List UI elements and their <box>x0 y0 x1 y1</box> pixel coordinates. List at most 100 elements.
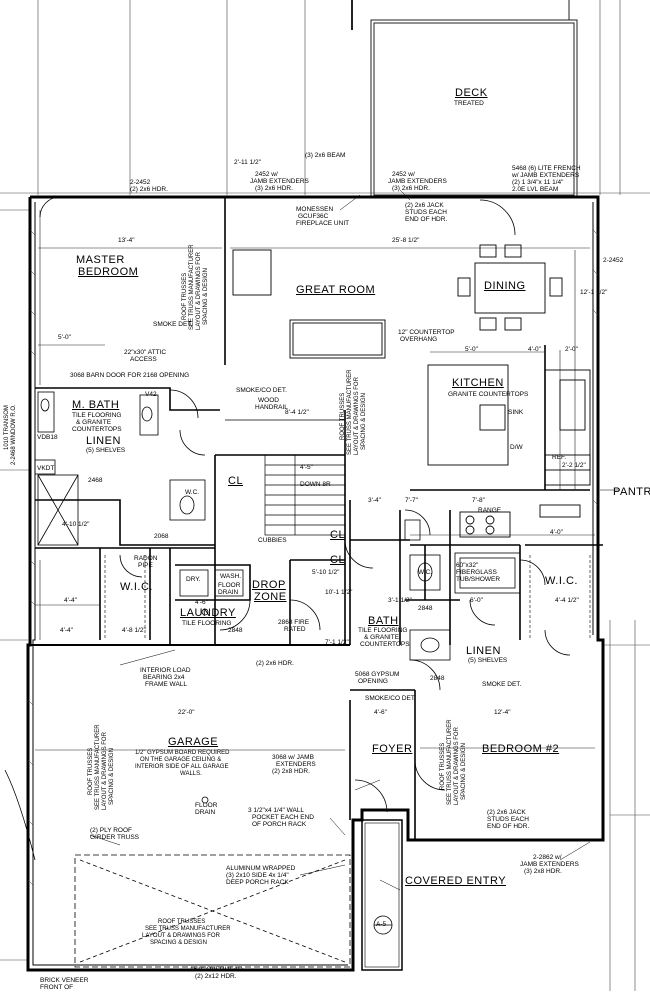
pdr-fire-hdr: (2) 2x6 HDR. <box>256 660 294 667</box>
floor-drain-garage-1: FLOOR <box>195 802 218 809</box>
master-bedroom-label-2: BEDROOM <box>78 266 139 278</box>
cubbies-label: CUBBIES <box>258 537 287 544</box>
wall-pocket-note-2: POCKET EACH END <box>252 814 315 821</box>
linen-1-sub: (5) SHELVES <box>86 447 126 454</box>
dim-6-0: 6'-0" <box>470 597 483 604</box>
transom-note-1: 1010 TRANSOM <box>4 405 10 450</box>
wc-1-label: W.C. <box>185 489 200 496</box>
range-label: RANGE <box>478 507 502 514</box>
aluminum-note-3: DEEP PORCH RACK <box>226 879 289 886</box>
door-2468-mbath: 2468 <box>88 477 103 484</box>
interior-walls <box>35 197 603 840</box>
lite-french-note-4: 2.0E LVL BEAM <box>512 186 559 193</box>
load-bearing-note-3: FRAME WALL <box>145 681 188 688</box>
v42-label: V42 <box>145 391 157 398</box>
hdr-2452-note: 2-2452 <box>130 179 151 186</box>
dim-2-2: 2'-2 1/2" <box>562 462 586 469</box>
hdr-2862-note-2: JAMB EXTENDERS <box>520 861 579 868</box>
roof-truss-note-great-2: SEE TRUSS MANUFACTURER <box>347 369 353 455</box>
vdb-label: VDB18 <box>37 434 58 441</box>
kitchen-sub-label: GRANITE COUNTERTOPS <box>448 391 529 398</box>
transom-note-2: 2-2468 WINDOW R.O. <box>11 404 17 465</box>
great-room-label: GREAT ROOM <box>296 284 376 296</box>
exterior-walls <box>26 195 605 972</box>
dim-3-1: 3'-1 1/2" <box>388 597 412 604</box>
jamb-3068-note-3: (2) 2x8 HDR. <box>272 768 310 775</box>
dw-label: D/W <box>510 444 523 451</box>
hall-bath-fixtures <box>404 519 521 661</box>
gypsum-note-1: 1/2" GYPSUM BOARD REQUIRED <box>135 750 230 756</box>
great-room-furniture <box>232 249 386 359</box>
jack-studs-note-3: END OF HDR. <box>405 216 448 223</box>
dim-7-7: 7'-7" <box>405 497 418 504</box>
foyer-label: FOYER <box>372 743 413 755</box>
load-bearing-note-1: INTERIOR LOAD <box>140 667 191 674</box>
sink-label: SINK <box>508 409 524 416</box>
kitchen-fixtures <box>427 364 591 538</box>
floor-drain-laundry-2: DRAIN <box>218 589 239 596</box>
covered-entry-label: COVERED ENTRY <box>405 875 507 887</box>
cl-2-label: CL <box>330 529 346 541</box>
laundry-label: LAUNDRY <box>180 607 236 619</box>
cl-3-label: CL <box>330 554 346 566</box>
jamb-ext-note-2: JAMB EXTENDERS <box>250 178 309 185</box>
roof-truss-note-bedroom-3: LAYOUT & DRAWINGS FOR <box>454 727 460 805</box>
roof-truss-note-great-4: SPACING & DESIGN <box>361 393 367 450</box>
dim-7-1: 7'-1 1/2" <box>325 639 349 646</box>
bath-sub-3: COUNTERTOPS <box>360 641 410 648</box>
hdr-2x6-note: (2) 2x6 HDR. <box>130 186 168 193</box>
m-bath-sub-1: TILE FLOORING <box>72 412 122 419</box>
dim-2-11-note: 2'-11 1/2" <box>234 159 261 166</box>
fireplace-note-3: FIREPLACE UNIT <box>296 220 350 227</box>
wall-pocket-note-1: 3 1/2"x4 1/4" WALL <box>248 807 305 814</box>
gypsum-note-4: WALLS. <box>180 771 202 777</box>
roof-truss-note-bedroom-4: SPACING & DESIGN <box>461 743 467 800</box>
wc-2-label: W.C. <box>418 569 433 576</box>
radon-note-2: PIPE <box>138 562 153 569</box>
roof-truss-note-garage-4: SPACING & DESIGN <box>109 748 115 805</box>
wood-handrail-1: WOOD <box>258 397 279 404</box>
barn-door-note: 3068 BARN DOOR FOR 2168 OPENING <box>70 372 190 379</box>
dim-4-4-b: 4'-4" <box>60 627 73 634</box>
dim-10-1: 10'-1 1/2" <box>325 589 353 596</box>
deck-sub-label: TREATED <box>454 100 484 107</box>
linen-1-label: LINEN <box>86 435 121 447</box>
hdr-2862-note-1: 2-2862 w/ <box>533 854 562 861</box>
jack-studs-bedroom-1: (2) 2x6 JACK <box>487 809 526 816</box>
down-note: DOWN 8R <box>300 481 331 488</box>
dim-4-4: 4'-4" <box>64 597 77 604</box>
lite-french-note-2: w/ JAMB EXTENDERS <box>512 172 580 179</box>
jamb-ext-note-3: (3) 2x6 HDR. <box>255 185 293 192</box>
brick-veneer-note-1: BRICK VENEER <box>40 977 89 984</box>
linen-2-sub: (5) SHELVES <box>468 657 508 664</box>
dim-3-4: 3'-4" <box>368 497 381 504</box>
roof-truss-note-porch-3: LAYOUT & DRAWINGS FOR <box>142 933 220 939</box>
fireplace-note-2: GCUF36C <box>298 213 329 220</box>
load-bearing-note-2: BEARING 2x4 <box>143 674 185 681</box>
wood-handrail-2: HANDRAIL <box>255 404 288 411</box>
smoke-det-master: SMOKE DET. <box>153 321 193 328</box>
m-bath-label: M. BATH <box>72 399 120 411</box>
jamb-3068-note-1: 3068 w/ JAMB <box>272 754 314 761</box>
dryer-label: DRY. <box>186 576 201 583</box>
dim-4-10: 4'-10 1/2" <box>62 521 90 528</box>
smoke-co-great: SMOKE/CO DET. <box>236 387 287 394</box>
drop-zone-label-2: ZONE <box>254 591 287 603</box>
fireplace-note-1: MONESSEN <box>296 206 334 213</box>
roof-truss-note-master-2: SEE TRUSS MANUFACTURER <box>189 244 195 330</box>
porch <box>361 819 403 971</box>
overhead-note-1: 16'0" OVERHEAD <box>190 966 243 973</box>
wall-pocket-note-3: OF PORCH RACK <box>252 821 307 828</box>
jack-studs-bedroom-2: STUDS EACH <box>487 816 529 823</box>
attic-note-1: 22"x30" ATTIC <box>124 349 167 356</box>
brick-veneer-note-2: FRONT OF <box>40 984 74 991</box>
pantry-label: PANTRY <box>613 486 650 498</box>
dim-4-5: 4'-5" <box>300 464 313 471</box>
door-2848-foyer: 2848 <box>430 675 445 682</box>
fire-rated-2: RATED <box>284 626 306 633</box>
bath-sub-2: & GRANITE <box>364 634 400 641</box>
aluminum-note-2: (3) 2x10 SIDE 4x 1/4" <box>226 872 289 879</box>
washer-label: WASH. <box>220 573 242 580</box>
